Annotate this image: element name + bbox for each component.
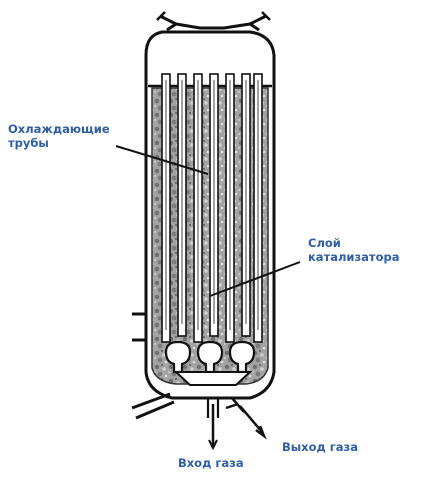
bottom-left-pipe bbox=[131, 392, 175, 420]
bottom-collector bbox=[173, 371, 253, 386]
top-nozzle-flange-left bbox=[156, 11, 166, 21]
top-nozzle-flange-right bbox=[261, 11, 271, 21]
gas-inlet-label: Вход газа bbox=[178, 456, 244, 470]
gas-outlet-pipe bbox=[225, 397, 267, 440]
top-nozzle-left bbox=[159, 14, 177, 26]
gas-outlet-label-text: Выход газа bbox=[282, 440, 358, 454]
bottom-distributor bbox=[164, 340, 256, 374]
gas-inlet-pipe bbox=[206, 398, 220, 451]
catalyst-bed-label-line-2: катализатора bbox=[308, 250, 400, 264]
catalyst-bed-label: Слой катализатора bbox=[308, 236, 399, 264]
top-nozzle-right bbox=[249, 14, 267, 26]
cooling-tubes-label-line-1: Охлаждающие bbox=[8, 122, 110, 136]
catalyst-bed-label-line-1: Слой bbox=[308, 236, 341, 250]
cooling-tubes-leader bbox=[115, 145, 209, 175]
catalyst-bed-leader bbox=[209, 261, 301, 297]
cooling-tubes-label-line-2: трубы bbox=[8, 136, 49, 150]
top-nozzle bbox=[166, 22, 260, 32]
gas-outlet-label: Выход газа bbox=[282, 440, 358, 454]
gas-inlet-label-text: Вход газа bbox=[178, 456, 244, 470]
cooling-tubes-label: Охлаждающие трубы bbox=[8, 122, 110, 150]
